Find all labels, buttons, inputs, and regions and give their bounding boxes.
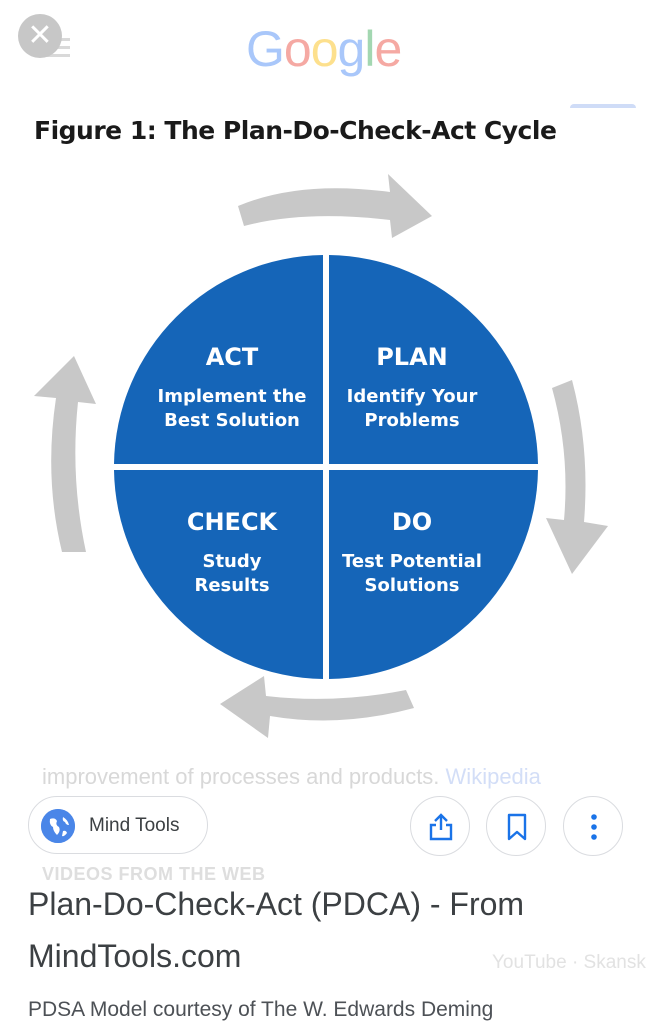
pdca-figure-image[interactable]: Figure 1: The Plan-Do-Check-Act Cycle AC…	[0, 108, 652, 768]
background-videos-label: VIDEOS FROM THE WEB	[42, 864, 266, 884]
wiki-text: improvement of processes and products.	[42, 764, 440, 789]
quadrant-check	[114, 470, 323, 679]
logo-letter: g	[337, 21, 366, 77]
do-line1: Test Potential	[342, 551, 482, 572]
check-line2: Results	[194, 575, 269, 596]
bookmark-icon	[507, 813, 527, 841]
result-title-link[interactable]: Plan-Do-Check-Act (PDCA) - From MindTool…	[28, 886, 525, 974]
logo-letter: G	[246, 21, 285, 77]
background-wiki-text: improvement of processes and products. W…	[42, 764, 541, 790]
pdca-cycle-diagram: ACT Implement the Best Solution PLAN Ide…	[34, 174, 608, 738]
result-snippet: PDSA Model courtesy of The W. Edwards De…	[28, 998, 494, 1021]
logo-letter: e	[374, 21, 402, 77]
check-line1: Study	[202, 551, 261, 572]
quadrant-do	[329, 470, 538, 679]
share-button[interactable]	[410, 796, 470, 856]
act-heading: ACT	[206, 343, 259, 371]
plan-line1: Identify Your	[347, 386, 478, 407]
more-vert-icon	[591, 814, 597, 840]
source-name: Mind Tools	[89, 815, 180, 836]
close-button[interactable]: ✕	[18, 14, 62, 58]
logo-letter: l	[364, 21, 375, 77]
bottom-arrow	[220, 676, 414, 738]
close-icon: ✕	[27, 18, 53, 53]
more-options-button[interactable]	[563, 796, 623, 856]
source-chip[interactable]: Mind Tools	[28, 796, 208, 854]
logo-letter: o	[310, 21, 339, 77]
cycle-arrows	[34, 174, 608, 738]
quadrant-plan	[329, 255, 538, 464]
background-youtube-label: YouTube · Skansk	[492, 952, 646, 973]
globe-icon	[41, 809, 75, 843]
plan-line2: Problems	[364, 410, 459, 431]
right-arrow	[546, 380, 608, 574]
do-line2: Solutions	[365, 575, 460, 596]
pdca-circle	[114, 255, 538, 679]
share-icon	[429, 813, 453, 841]
google-logo: Google	[246, 20, 402, 78]
logo-letter: o	[283, 21, 312, 77]
background-header: Google	[0, 0, 652, 112]
left-arrow	[34, 356, 96, 552]
check-heading: CHECK	[187, 508, 279, 536]
top-arrow	[238, 174, 432, 238]
figure-title: Figure 1: The Plan-Do-Check-Act Cycle	[34, 116, 557, 145]
plan-heading: PLAN	[376, 343, 448, 371]
do-heading: DO	[392, 508, 432, 536]
act-line2: Best Solution	[164, 410, 300, 431]
quadrant-act	[114, 255, 323, 464]
wiki-link: Wikipedia	[445, 764, 541, 789]
save-button[interactable]	[486, 796, 546, 856]
act-line1: Implement the	[158, 386, 307, 407]
